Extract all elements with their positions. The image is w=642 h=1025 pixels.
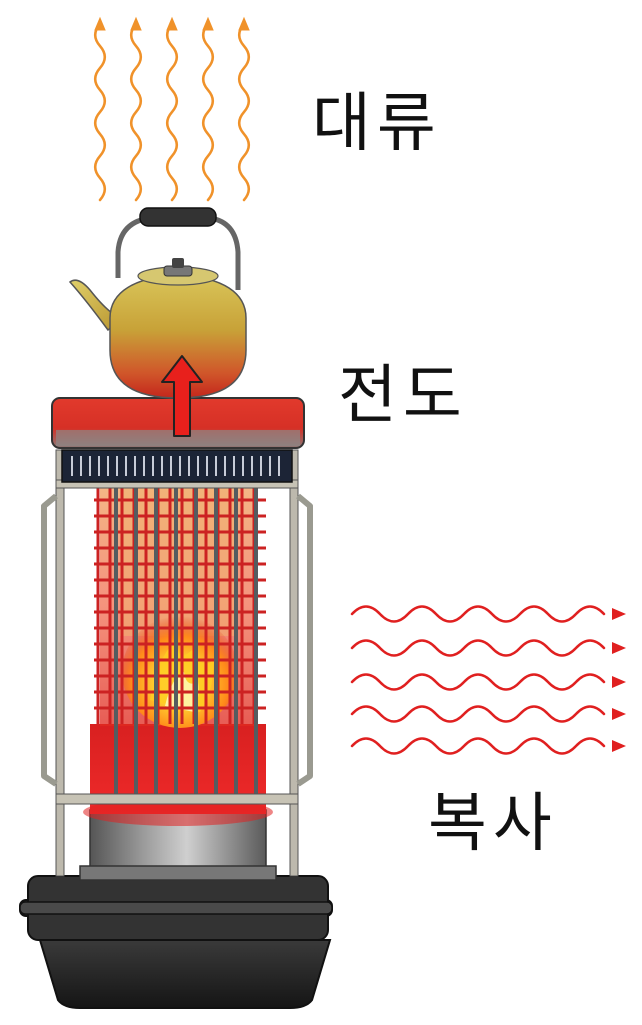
radiation-label: 복사 [428, 787, 558, 861]
radiation-arrowhead [612, 608, 626, 620]
radiation-wave [350, 673, 606, 691]
radiation-arrowhead [612, 708, 626, 720]
convection-wave [237, 22, 251, 202]
radiation-arrowhead [612, 676, 626, 688]
radiation-wave [350, 639, 606, 657]
heater-base [38, 939, 332, 1009]
handle-left [41, 493, 58, 787]
frame-post-right [289, 449, 299, 877]
handle-right [296, 493, 313, 787]
convection-wave [201, 22, 215, 202]
convection-wave [93, 22, 107, 202]
conduction-label: 전도 [338, 359, 468, 433]
oil-heater-icon [19, 397, 333, 1009]
radiation-arrowhead [612, 642, 626, 654]
convection-arrowhead [202, 16, 214, 31]
frame-post-left [55, 449, 65, 877]
convection-arrowhead [130, 16, 142, 31]
heater-vent-band [61, 449, 293, 483]
convection-arrowhead [238, 16, 250, 31]
radiation-wave [350, 605, 606, 623]
flame-icon [122, 616, 238, 728]
radiation-wave [350, 737, 606, 755]
convection-wave [165, 22, 179, 202]
convection-wave [129, 22, 143, 202]
conduction-arrow [161, 355, 203, 437]
radiation-arrows [350, 605, 626, 755]
convection-label: 대류 [312, 87, 442, 161]
convection-arrows [93, 16, 251, 202]
convection-arrowhead [166, 16, 178, 31]
convection-arrowhead [94, 16, 106, 31]
radiation-arrowhead [612, 740, 626, 752]
kettle-icon [68, 207, 247, 399]
radiation-wave [350, 705, 606, 723]
